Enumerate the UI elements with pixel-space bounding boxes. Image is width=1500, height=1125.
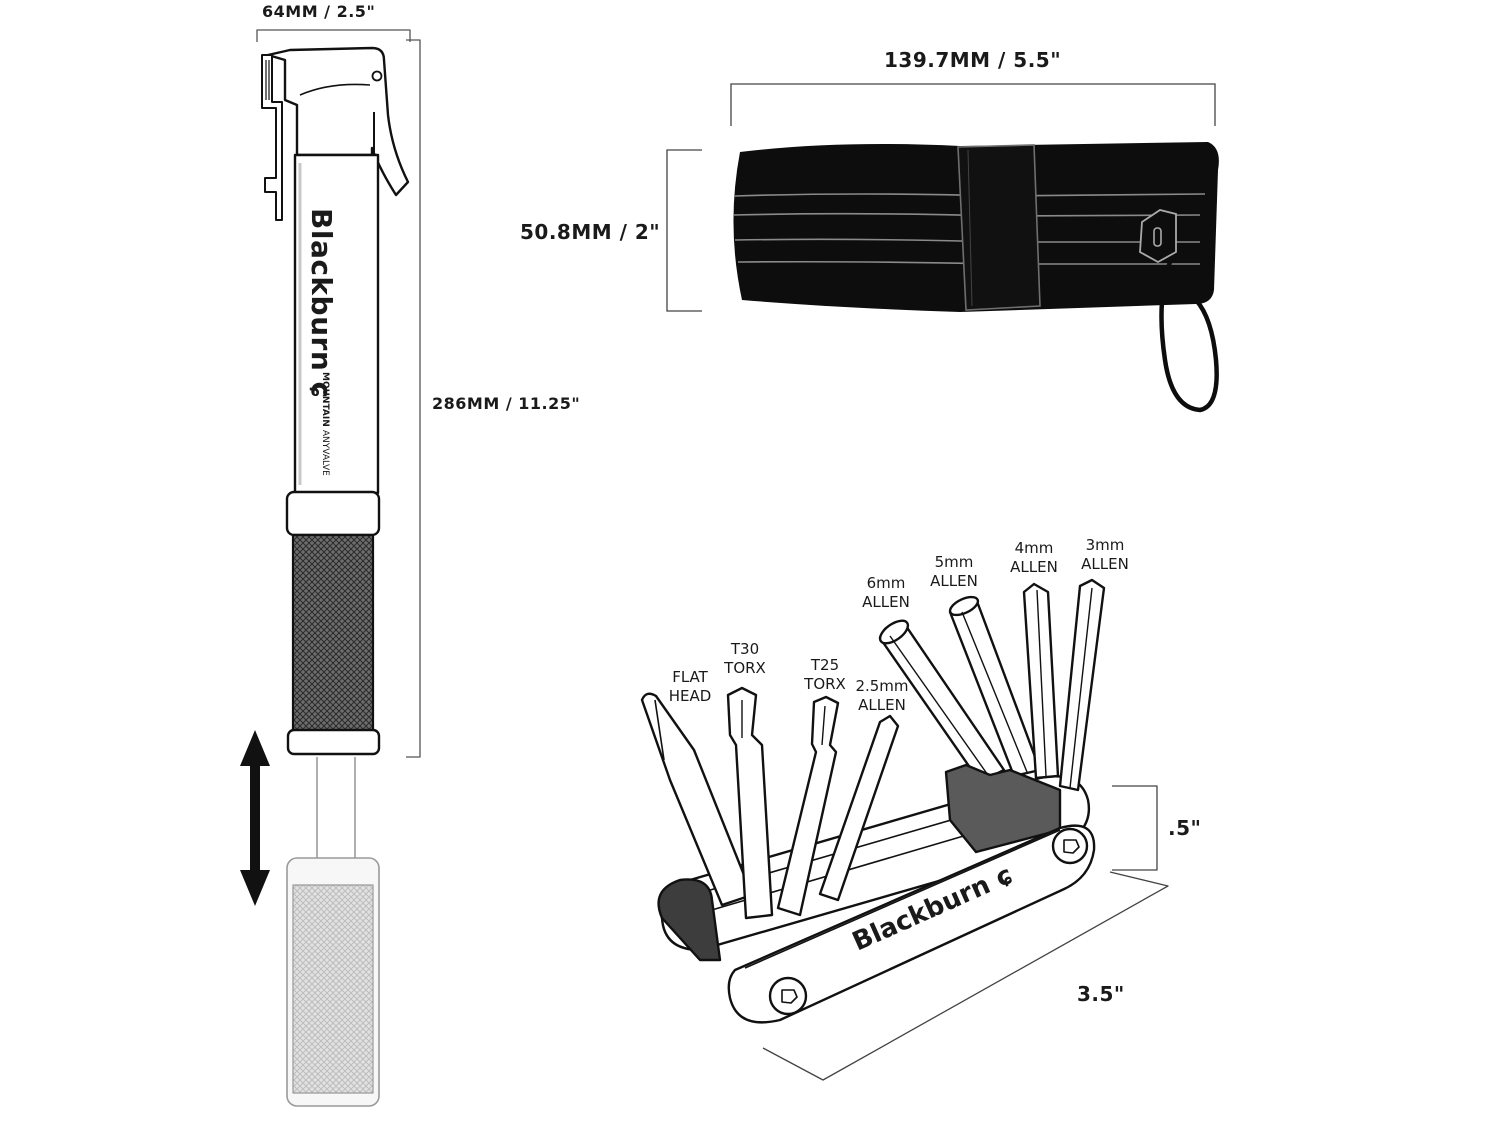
pump-model-line1: MOUNTAIN (320, 372, 330, 427)
pump-brand-logo: Blackburn ɕ (305, 208, 338, 399)
pump-brand-text: Blackburn (305, 208, 338, 372)
multitool-height-label: .5" (1168, 816, 1202, 840)
pump-head-screw (371, 70, 383, 82)
pouch-width-dimension-line (730, 83, 1216, 126)
tool-label-line1: 3mm (1085, 536, 1125, 554)
pouch-pull-loop (1159, 261, 1219, 413)
pump-extended-ghost (286, 757, 380, 1107)
pump-barrel (293, 153, 380, 495)
multitool-front-plate (727, 824, 1096, 1024)
tool-label-5mm-allen: 5mm ALLEN (930, 553, 978, 591)
tool-label-line1: 2.5mm (855, 677, 909, 695)
pouch-logo-badge-icon (1139, 209, 1177, 264)
pump-width-label: 64MM / 2.5" (262, 2, 376, 21)
multitool-height-dimension-line (1112, 785, 1158, 871)
tool-label-line2: TORX (724, 659, 766, 677)
pump-model-line2: ANYVALVE (320, 429, 330, 476)
tool-label-line2: HEAD (668, 687, 712, 705)
tool-label-2-5mm-allen: 2.5mm ALLEN (855, 677, 908, 715)
tool-2-5mm-allen (818, 714, 900, 902)
pump-handle-collar (285, 490, 381, 537)
tool-label-line1: T30 (730, 640, 760, 658)
pump-length-label: 286MM / 11.25" (432, 394, 581, 413)
pump-handle-endcap (286, 728, 381, 756)
tool-label-3mm-allen: 3mm ALLEN (1081, 536, 1129, 574)
tool-label-line2: ALLEN (1010, 558, 1058, 576)
pouch-height-label: 50.8MM / 2" (520, 220, 661, 244)
multitool-end-block (944, 763, 1062, 854)
pump-length-dimension-line (406, 39, 421, 758)
multitool-illustration (640, 578, 1169, 1081)
tool-label-6mm-allen: 6mm ALLEN (862, 574, 910, 612)
tool-label-line2: TORX (804, 675, 846, 693)
tool-label-4mm-allen: 4mm ALLEN (1010, 539, 1058, 577)
tool-label-line2: ALLEN (862, 593, 910, 611)
tool-label-line1: 6mm (866, 574, 906, 592)
multitool-left-end (657, 878, 722, 962)
pouch-strap (957, 144, 1041, 311)
pouch-width-label: 139.7MM / 5.5" (884, 48, 1062, 72)
tool-flat-head (640, 692, 754, 907)
tool-label-t30-torx: T30 TORX (724, 640, 766, 678)
tool-t30-torx (726, 686, 774, 920)
pump-valve-clip (261, 54, 283, 221)
multitool-length-label: 3.5" (1077, 982, 1125, 1006)
tool-t25-torx (776, 695, 840, 917)
pump-width-dimension-line (256, 29, 411, 42)
pump-stroke-arrow-icon (240, 730, 270, 906)
tool-label-line1: 5mm (934, 553, 974, 571)
tool-label-t25-torx: T25 TORX (804, 656, 846, 694)
tool-label-flat-head: FLAT HEAD (669, 668, 712, 706)
pouch-height-dimension-line (666, 149, 702, 312)
tool-label-line1: 4mm (1014, 539, 1054, 557)
tool-label-line1: FLAT (672, 668, 708, 686)
pump-head (266, 46, 410, 197)
pouch-illustration (666, 83, 1219, 413)
pump-illustration (240, 29, 421, 1107)
tool-label-line2: ALLEN (858, 696, 906, 714)
pump-handle-grip (291, 533, 375, 734)
tool-label-line2: ALLEN (1081, 555, 1129, 573)
pump-model-label: MOUNTAIN ANYVALVE (320, 372, 330, 476)
multitool-length-dimension-line (762, 871, 1169, 1081)
tool-label-line2: ALLEN (930, 572, 978, 590)
tool-label-line1: T25 (810, 656, 840, 674)
